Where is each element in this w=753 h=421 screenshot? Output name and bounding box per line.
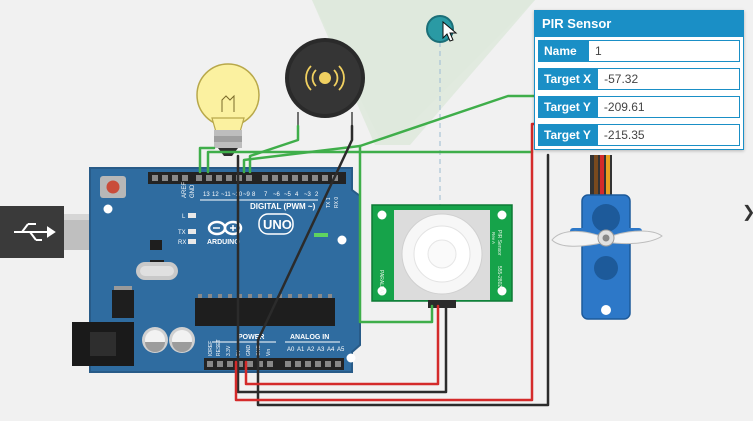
pin-label: A0 bbox=[287, 347, 295, 353]
uno-label: UNO bbox=[263, 217, 292, 232]
l-label: L bbox=[182, 214, 186, 220]
pin-label: ~3 bbox=[304, 192, 312, 198]
pin-label: IOREF bbox=[208, 341, 214, 356]
pin-label: GND bbox=[246, 345, 252, 357]
pir-properties-panel: PIR Sensor Name 1 Target X -57.32 Target… bbox=[534, 10, 744, 150]
pin-label: 3.3V bbox=[226, 345, 232, 356]
mounting-hole bbox=[346, 353, 356, 363]
uno-badge bbox=[258, 213, 294, 235]
capacitor bbox=[142, 327, 168, 353]
pin-label: 8 bbox=[252, 192, 256, 198]
arduino-logo bbox=[207, 220, 243, 236]
chevron-right-icon[interactable]: ❯ bbox=[742, 200, 753, 226]
pin-label: ~5 bbox=[284, 192, 292, 198]
pin-label: A4 bbox=[327, 347, 335, 353]
led-tx bbox=[188, 229, 196, 234]
light-bulb[interactable] bbox=[196, 63, 260, 156]
pin-label: 12 bbox=[212, 192, 219, 198]
target-y-2-field[interactable]: -215.35 bbox=[596, 124, 740, 146]
pin-label: 7 bbox=[264, 192, 268, 198]
usb-icon bbox=[14, 223, 56, 241]
property-row-target-x: Target X -57.32 bbox=[535, 65, 743, 93]
mounting-hole bbox=[337, 235, 347, 245]
digital-header-label: DIGITAL (PWM ~) bbox=[250, 202, 316, 211]
property-label: Name bbox=[538, 40, 588, 62]
property-row-target-y: Target Y -209.61 bbox=[535, 93, 743, 121]
servo-motor[interactable] bbox=[551, 155, 663, 320]
power-led bbox=[314, 233, 328, 237]
pin-label: ~6 bbox=[273, 192, 281, 198]
name-field[interactable]: 1 bbox=[588, 40, 740, 62]
wire-green[interactable] bbox=[358, 144, 434, 324]
property-label: Target Y bbox=[538, 124, 597, 146]
rx-label: RX bbox=[178, 240, 186, 246]
pir-side-title: PIR Sensor bbox=[496, 230, 502, 256]
panel-title: PIR Sensor bbox=[535, 11, 743, 37]
pin-label: TX 1 bbox=[326, 197, 332, 208]
property-label: Target Y bbox=[538, 96, 597, 118]
wire-red[interactable] bbox=[244, 304, 440, 386]
pir-side-code: 555-28027 bbox=[496, 266, 502, 290]
pin-label: 4 bbox=[295, 192, 299, 198]
pir-parallax-label: PARALLAX bbox=[378, 270, 384, 296]
voltage-regulator bbox=[112, 290, 134, 318]
wire-green[interactable] bbox=[248, 124, 300, 174]
pin-label: 2 bbox=[315, 192, 319, 198]
pin-label: ~9 bbox=[243, 192, 251, 198]
pin-label: ~11 bbox=[221, 192, 231, 198]
reset-button-cap[interactable] bbox=[106, 180, 120, 194]
property-label: Target X bbox=[538, 68, 598, 90]
wire-black[interactable] bbox=[236, 154, 448, 394]
target-x-field[interactable]: -57.32 bbox=[597, 68, 740, 90]
pir-target-handle[interactable] bbox=[426, 15, 454, 43]
arduino-logo-text: ARDUINO bbox=[207, 239, 240, 246]
gnd-label: GND bbox=[190, 184, 196, 198]
cursor-icon bbox=[442, 20, 458, 42]
tx-label: TX bbox=[178, 230, 186, 236]
wire-green[interactable] bbox=[206, 150, 534, 174]
pir-side-rev: Rev A bbox=[491, 232, 496, 244]
wire-black[interactable] bbox=[256, 124, 550, 407]
led-rx bbox=[188, 239, 196, 244]
led-l bbox=[188, 213, 196, 218]
property-row-target-y-2: Target Y -215.35 bbox=[535, 121, 743, 149]
pin-label: RESET bbox=[216, 339, 222, 356]
pin-label: RX 0 bbox=[334, 197, 340, 208]
arduino-uno-board[interactable]: AREF GND 13 12 ~11 ~10 ~9 8 7 ~6 ~5 4 ~3… bbox=[72, 167, 361, 373]
aref-label: AREF bbox=[182, 182, 188, 198]
wire-green[interactable] bbox=[198, 146, 216, 174]
power-analog-header bbox=[204, 358, 344, 370]
power-label: POWER bbox=[238, 334, 264, 341]
piezo-buzzer[interactable] bbox=[285, 38, 365, 126]
analog-in-label: ANALOG IN bbox=[290, 334, 329, 341]
smd-chip bbox=[150, 240, 162, 250]
pin-label: A1 bbox=[297, 347, 305, 353]
pin-label: 13 bbox=[203, 192, 210, 198]
pin-label: Vin bbox=[266, 349, 272, 356]
target-y-field[interactable]: -209.61 bbox=[596, 96, 740, 118]
atmega-chip bbox=[195, 298, 335, 326]
pir-detection-cone bbox=[312, 0, 535, 145]
property-row-name: Name 1 bbox=[535, 37, 743, 65]
pin-label: A2 bbox=[307, 347, 315, 353]
capacitor bbox=[169, 327, 195, 353]
pin-label: A3 bbox=[317, 347, 325, 353]
pin-label: A5 bbox=[337, 347, 345, 353]
pir-sensor-module[interactable]: PARALLAX PIR Sensor Rev A 555-28027 bbox=[371, 204, 513, 308]
mounting-hole bbox=[103, 204, 113, 214]
